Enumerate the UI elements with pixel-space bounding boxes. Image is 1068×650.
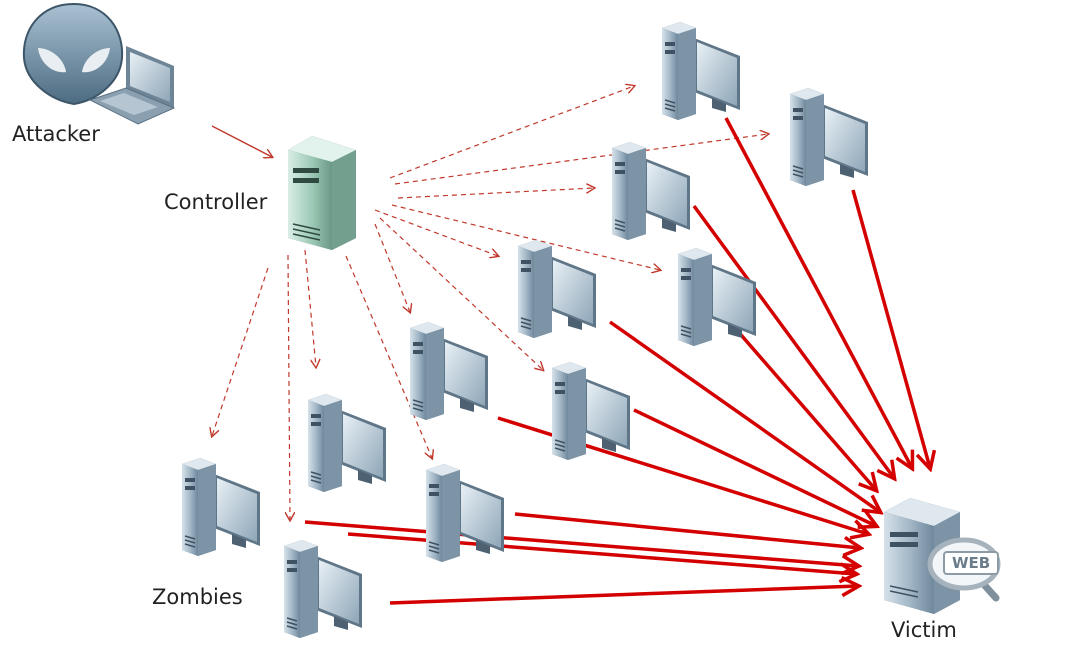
- command-arrow: [374, 223, 410, 312]
- command-arrow: [304, 249, 316, 367]
- attack-arrow: [724, 117, 912, 468]
- attacker-node: Attacker: [12, 2, 176, 146]
- command-arrow: [212, 267, 269, 436]
- command-arrows: [212, 86, 768, 520]
- command-arrow: [288, 254, 290, 520]
- attack-arrow: [304, 520, 858, 566]
- command-arrow: [345, 255, 432, 458]
- web-badge: WEB: [952, 554, 990, 572]
- command-arrow: [391, 204, 660, 270]
- alien-head-icon: [22, 2, 124, 106]
- attack-arrow: [514, 512, 860, 548]
- desktop-computer-icon: [409, 321, 489, 421]
- desktop-computer-icon: [307, 393, 387, 493]
- attack-arrow: [692, 204, 894, 478]
- attack-arrow: [608, 320, 880, 512]
- command-arrow: [389, 86, 634, 179]
- attack-arrow: [733, 326, 876, 490]
- zombies-group: Zombies: [152, 21, 869, 639]
- desktop-computer-icon: [283, 539, 363, 639]
- command-arrow: [374, 209, 498, 256]
- attacker-label: Attacker: [12, 122, 100, 146]
- desktop-computer-icon: [425, 463, 505, 563]
- server-tower-icon: [288, 136, 356, 250]
- controller-label: Controller: [164, 190, 268, 214]
- attack-arrow: [389, 586, 858, 605]
- command-arrow: [379, 217, 543, 370]
- attack-arrow: [851, 189, 930, 468]
- desktop-computer-icon: [181, 457, 261, 557]
- victim-node: WEB Victim: [884, 498, 1001, 642]
- web-server-icon: WEB: [884, 498, 1001, 614]
- attacker-to-controller-arrow: [211, 125, 272, 157]
- desktop-computer-icon: [661, 21, 741, 121]
- victim-label: Victim: [891, 618, 957, 642]
- controller-node: Controller: [164, 136, 356, 250]
- desktop-computer-icon: [789, 87, 869, 187]
- desktop-computer-icon: [611, 141, 691, 241]
- desktop-computer-icon: [677, 247, 757, 347]
- zombies-label: Zombies: [152, 585, 243, 609]
- attack-arrow: [633, 408, 876, 526]
- desktop-computer-icon: [551, 361, 631, 461]
- command-arrow: [397, 188, 594, 199]
- command-arrow: [394, 134, 768, 185]
- laptop-icon: [88, 46, 176, 125]
- desktop-computer-icon: [517, 239, 597, 339]
